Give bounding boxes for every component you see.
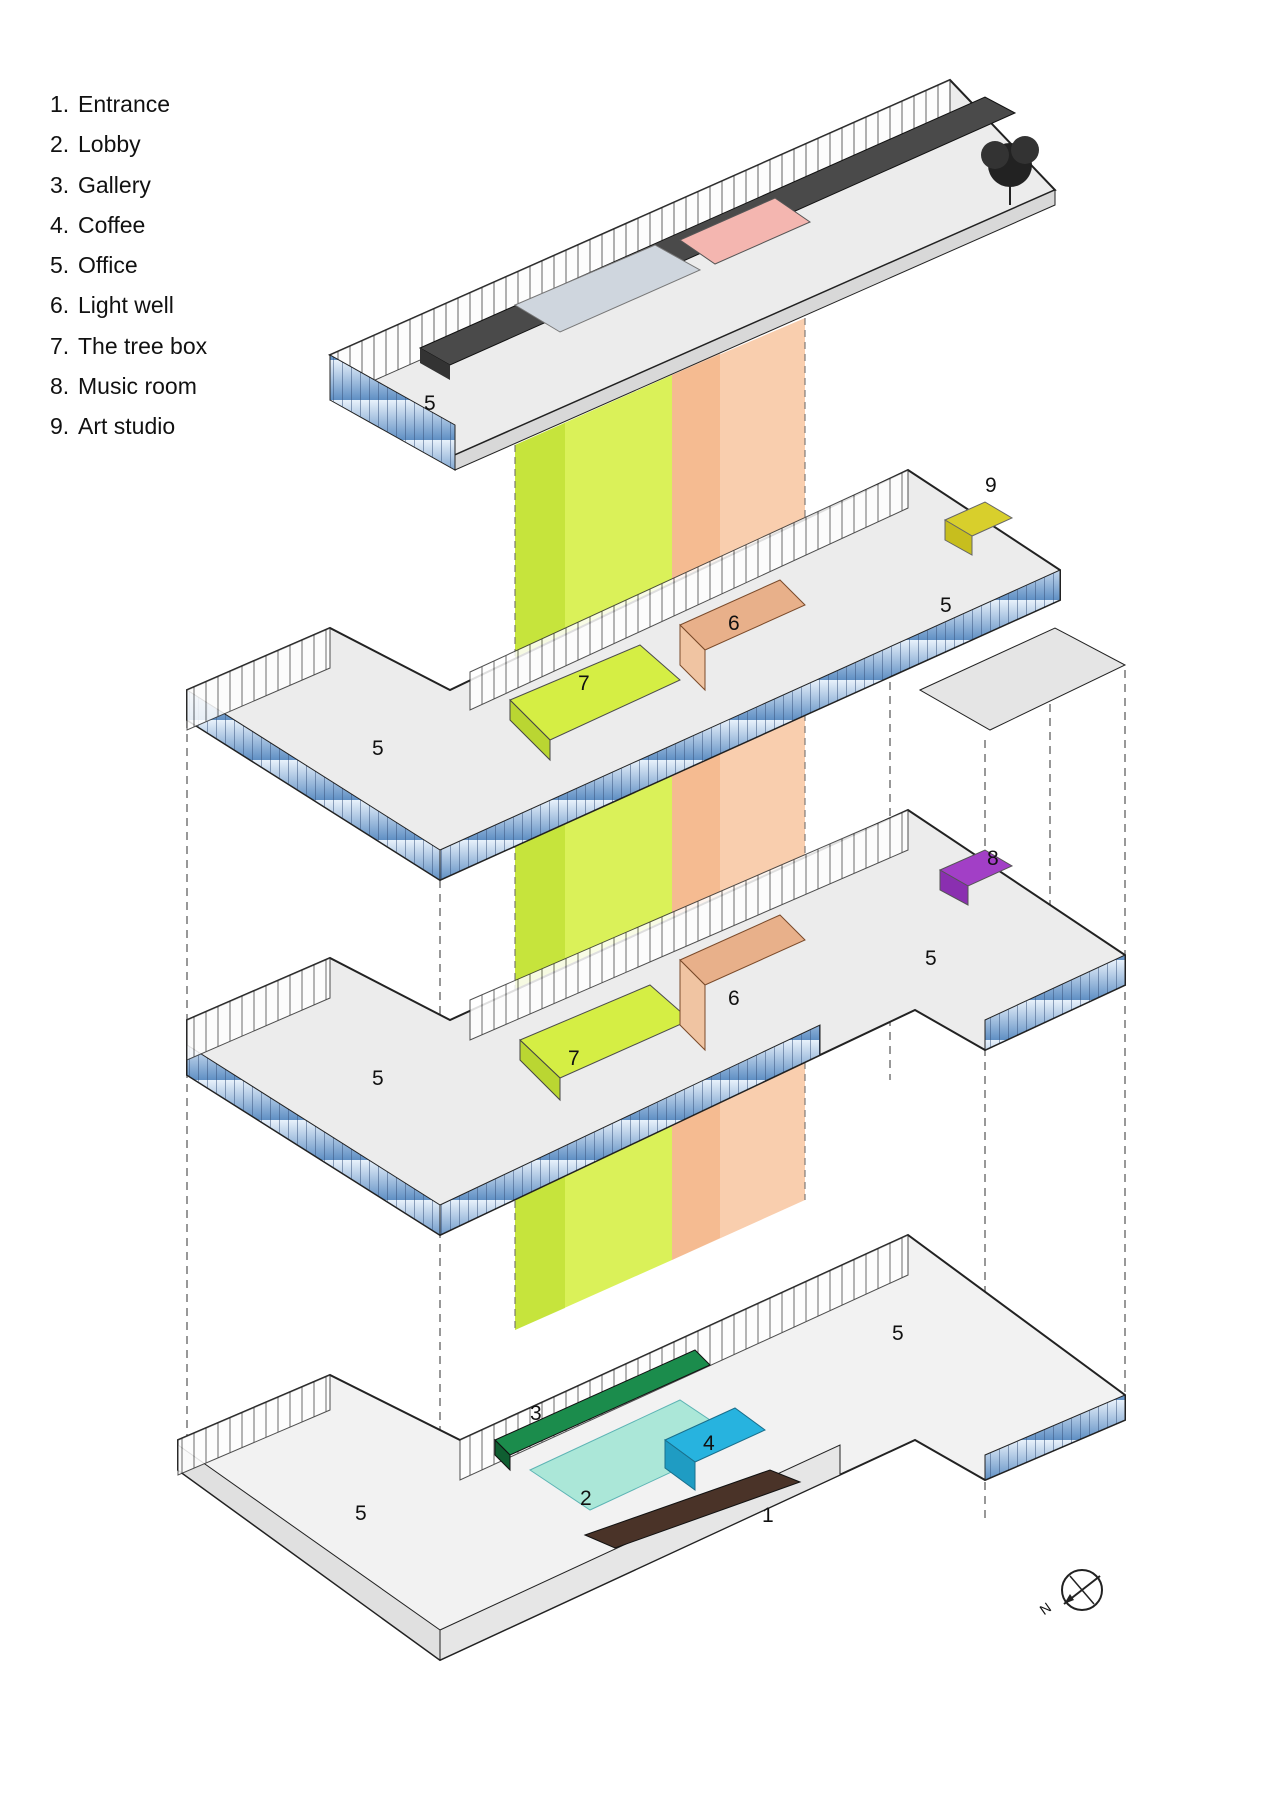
- floor2-musicroom-label: 8: [987, 847, 999, 870]
- legend: 1. Entrance 2. Lobby 3. Gallery 4. Coffee 5. Offi…: [50, 84, 207, 447]
- legend-label: Light well: [78, 292, 174, 319]
- legend-item: 6. Light well: [50, 285, 207, 325]
- legend-label: Entrance: [78, 91, 171, 117]
- legend-item: 2. Lobby: [50, 124, 207, 164]
- legend-label: Gallery: [78, 171, 151, 198]
- ground-office-left-label: 5: [355, 1502, 367, 1525]
- floor2-office-left-label: 5: [372, 1067, 384, 1090]
- legend-label: Lobby: [78, 131, 141, 158]
- floor2-level: 5 5 6 7 8: [186, 808, 1126, 1237]
- floor2-lightwell-label: 6: [728, 987, 740, 1010]
- floor3-level: 5 5 6 7 9: [186, 468, 1127, 882]
- legend-label: Music room: [78, 373, 197, 400]
- ground-entrance-label: 1: [762, 1504, 774, 1527]
- ground-gallery-label: 3: [530, 1402, 542, 1425]
- legend-number: 2.: [50, 131, 70, 158]
- legend-item: 3. Gallery: [50, 165, 207, 205]
- legend-number: 4.: [50, 211, 70, 238]
- legend-item: 5. Office: [50, 245, 207, 285]
- legend-number: 3.: [50, 171, 70, 198]
- legend-label: Office: [78, 252, 138, 279]
- floor3-office-right-label: 5: [940, 594, 952, 617]
- legend-number: 9.: [50, 413, 70, 440]
- tree-icon: [981, 136, 1039, 205]
- ground-coffee-label: 4: [703, 1432, 715, 1455]
- lightwell-shaft: [672, 318, 806, 1260]
- floor3-lightwell-label: 6: [728, 612, 740, 635]
- legend-item: 1. Entrance: [50, 84, 207, 124]
- floor2-office-right-label: 5: [925, 947, 937, 970]
- legend-item: 4. Coffee: [50, 205, 207, 245]
- legend-label: Art studio: [78, 413, 176, 440]
- ground-office-right-label: 5: [892, 1322, 904, 1345]
- legend-label: Coffee: [78, 211, 146, 238]
- floor3-office-left-label: 5: [372, 737, 384, 760]
- floor3-artstudio-label: 9: [985, 474, 997, 497]
- legend-item: 9. Art studio: [50, 406, 207, 446]
- north-letter: N: [1036, 1599, 1053, 1618]
- legend-label: The tree box: [78, 332, 208, 359]
- legend-number: 5.: [50, 252, 70, 279]
- legend-item: 8. Music room: [50, 366, 207, 406]
- legend-number: 6.: [50, 292, 70, 319]
- legend-number: 8.: [50, 373, 70, 400]
- roof-level: 5: [328, 78, 1057, 472]
- floor3-treebox-label: 7: [578, 672, 590, 695]
- legend-number: 7.: [50, 332, 70, 359]
- north-arrow: N: [1036, 1569, 1103, 1618]
- legend-item: 7. The tree box: [50, 326, 207, 366]
- roof-office-label: 5: [424, 392, 436, 415]
- ground-lobby-label: 2: [580, 1487, 592, 1510]
- floor2-treebox-label: 7: [568, 1047, 580, 1070]
- legend-number: 1.: [50, 91, 70, 117]
- ground-level: 5 5 3 2 4 1: [177, 1233, 1126, 1662]
